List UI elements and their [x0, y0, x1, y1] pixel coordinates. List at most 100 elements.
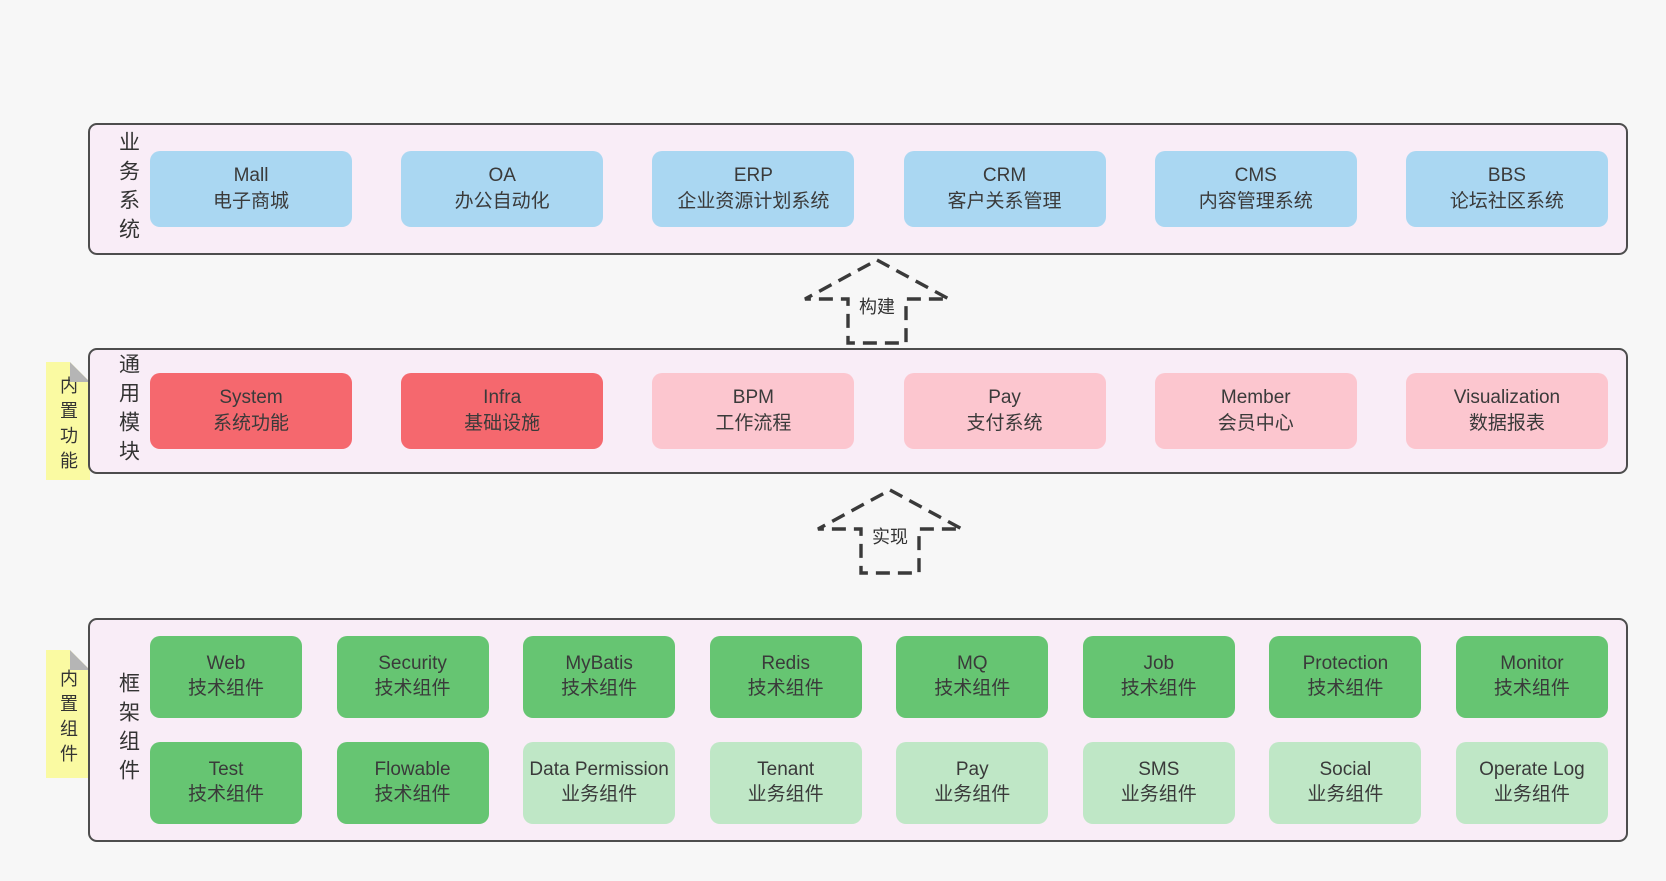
box-title: ERP: [733, 164, 773, 186]
box-subtitle: 技术组件: [934, 678, 1011, 699]
box-subtitle: 技术组件: [1493, 678, 1570, 699]
box-subtitle: 支付系统: [966, 413, 1043, 434]
box-subtitle: 电子商城: [212, 191, 289, 212]
box-title: CRM: [982, 164, 1027, 186]
monitor-box: Monitor 技术组件: [1455, 636, 1608, 718]
up-arrow-icon: [804, 258, 950, 345]
sticky-label: 内置组件: [58, 669, 78, 769]
box-subtitle: 技术组件: [1307, 678, 1384, 699]
box-title: SMS: [1138, 759, 1180, 781]
mybatis-box: MyBatis 技术组件: [523, 636, 676, 718]
bpm-box: BPM 工作流程: [652, 373, 855, 449]
box-title: Redis: [761, 653, 810, 675]
sticky-label: 内置功能: [58, 376, 78, 476]
box-subtitle: 技术组件: [1120, 678, 1197, 699]
box-title: BPM: [732, 386, 774, 408]
web-box: Web 技术组件: [150, 636, 302, 718]
arrow-label: 构建: [855, 291, 899, 320]
box-title: CMS: [1234, 164, 1277, 186]
box-subtitle: 会员中心: [1217, 413, 1294, 434]
build-arrow: 构建: [802, 257, 952, 347]
panel-title-vertical: 通用模块: [116, 353, 140, 469]
box-subtitle: 技术组件: [561, 678, 638, 699]
box-subtitle: 业务组件: [1307, 784, 1384, 805]
box-title: Flowable: [374, 759, 451, 781]
box-title: Social: [1319, 759, 1372, 781]
box-title: Tenant: [757, 759, 815, 781]
framework-components-panel: 框架组件 Web 技术组件 Security 技术组件 MyBatis 技术组件 Redis…: [88, 618, 1628, 842]
box-subtitle: 技术组件: [374, 784, 451, 805]
box-title: Data Permission: [529, 759, 669, 781]
box-subtitle: 业务组件: [561, 784, 638, 805]
sticky-fold-corner-icon: [70, 362, 90, 382]
box-title: Monitor: [1500, 653, 1564, 675]
panel-title-vertical: 框架组件: [116, 672, 140, 788]
member-box: Member 会员中心: [1154, 373, 1357, 449]
box-subtitle: 业务组件: [1493, 784, 1570, 805]
mq-box: MQ 技术组件: [896, 636, 1049, 718]
arrow-label: 实现: [868, 521, 912, 550]
box-subtitle: 工作流程: [715, 413, 792, 434]
box-title: Job: [1143, 653, 1175, 675]
box-subtitle: 基础设施: [464, 413, 541, 434]
pay-box: Pay 业务组件: [896, 742, 1049, 824]
panel-title-vertical: 业务系统: [116, 131, 140, 247]
business-systems-panel: 业务系统 Mall 电子商城 OA 办公自动化 ERP 企业资源计划系统 CRM 客户关系管理…: [88, 123, 1628, 255]
sticky-fold-corner-icon: [70, 650, 90, 670]
security-box: Security 技术组件: [336, 636, 489, 718]
box-title: BBS: [1487, 164, 1526, 186]
system-box: System 系统功能: [150, 373, 352, 449]
sticky-note-builtin-features: 内置功能: [46, 362, 90, 480]
box-title: Pay: [955, 759, 989, 781]
up-arrow-icon: [817, 488, 963, 575]
box-subtitle: 技术组件: [187, 784, 264, 805]
box-title: Mall: [233, 164, 269, 186]
erp-box: ERP 企业资源计划系统: [652, 151, 855, 227]
box-subtitle: 企业资源计划系统: [677, 191, 830, 212]
operate-log-box: Operate Log 业务组件: [1455, 742, 1608, 824]
social-box: Social 业务组件: [1269, 742, 1422, 824]
data-permission-box: Data Permission 业务组件: [523, 742, 676, 824]
box-title: Infra: [483, 386, 522, 408]
box-subtitle: 技术组件: [747, 678, 824, 699]
crm-box: CRM 客户关系管理: [903, 151, 1106, 227]
box-subtitle: 办公自动化: [454, 191, 550, 212]
tenant-box: Tenant 业务组件: [709, 742, 862, 824]
business-box-row: Mall 电子商城 OA 办公自动化 ERP 企业资源计划系统 CRM 客户关系管理 CMS 内容…: [150, 151, 1608, 227]
job-box: Job 技术组件: [1082, 636, 1235, 718]
box-title: Operate Log: [1479, 759, 1585, 781]
box-title: OA: [488, 164, 516, 186]
box-subtitle: 技术组件: [187, 678, 264, 699]
box-subtitle: 业务组件: [1120, 784, 1197, 805]
oa-box: OA 办公自动化: [401, 151, 604, 227]
box-subtitle: 系统功能: [212, 413, 289, 434]
box-title: Web: [206, 653, 246, 675]
sticky-note-builtin-components: 内置组件: [46, 650, 90, 778]
box-title: MQ: [956, 653, 988, 675]
box-title: Test: [208, 759, 244, 781]
sms-box: SMS 业务组件: [1082, 742, 1235, 824]
flowable-box: Flowable 技术组件: [336, 742, 489, 824]
box-subtitle: 论坛社区系统: [1449, 191, 1564, 212]
box-title: Member: [1220, 386, 1291, 408]
box-title: Visualization: [1453, 386, 1561, 408]
visualization-box: Visualization 数据报表: [1405, 373, 1608, 449]
box-title: MyBatis: [565, 653, 633, 675]
box-subtitle: 业务组件: [934, 784, 1011, 805]
box-subtitle: 内容管理系统: [1198, 191, 1313, 212]
bbs-box: BBS 论坛社区系统: [1405, 151, 1608, 227]
box-subtitle: 客户关系管理: [947, 191, 1062, 212]
box-title: Security: [378, 653, 447, 675]
test-box: Test 技术组件: [150, 742, 302, 824]
box-subtitle: 技术组件: [374, 678, 451, 699]
box-subtitle: 数据报表: [1468, 413, 1545, 434]
box-subtitle: 业务组件: [747, 784, 824, 805]
box-title: System: [219, 386, 283, 408]
